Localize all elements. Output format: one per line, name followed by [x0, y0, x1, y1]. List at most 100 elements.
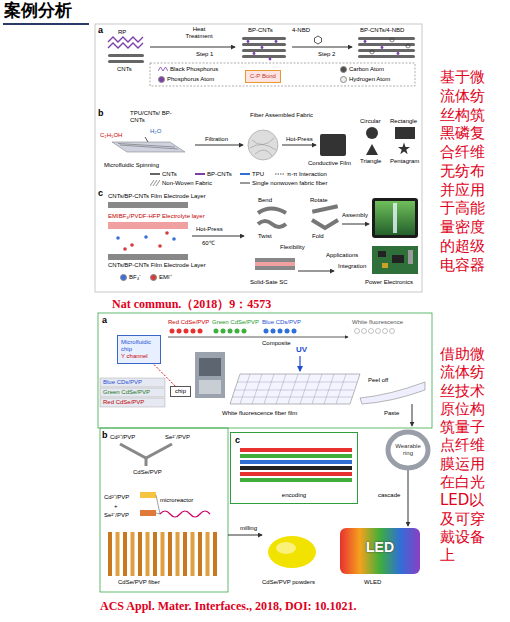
legend-text: Single nonwoven fabric fiber	[252, 180, 327, 187]
white-dots	[355, 329, 395, 334]
chip-box: Microfluidic chipY channel	[117, 335, 161, 364]
section-frame-part	[100, 428, 228, 592]
legend-sample-line	[240, 173, 250, 175]
legend-entry: Single nonwoven fabric fiber	[240, 180, 327, 187]
figure-label: CdSe/PVP powders	[262, 579, 315, 586]
bp-cnts-4nbd-picture-part	[406, 44, 410, 48]
section-frame	[98, 313, 432, 592]
legend-swatch	[120, 274, 127, 281]
syringes	[100, 378, 165, 407]
figure-label: Peel off	[368, 377, 388, 384]
red-phosphorus-part	[108, 37, 143, 42]
chip-label-box: chip	[170, 386, 191, 397]
figure-label: Cd²⁺/PVP	[110, 434, 135, 441]
film-shapes-part	[366, 144, 378, 155]
microreactor-part	[160, 511, 210, 517]
legend-entry: π-π Interaction	[275, 171, 327, 178]
legend-text: TPU	[252, 171, 264, 178]
description-text: 基于微流体纺丝构筑黑磷复合纤维无纺布并应用于高能量密度的超级电容器	[440, 68, 486, 274]
fiber-film-part	[300, 374, 310, 404]
encoding-stripes	[240, 448, 352, 482]
legend-entry: Non-Woven Fabric	[150, 180, 212, 187]
figure-label: Se²⁻/PVP	[165, 434, 190, 441]
figure-label: Microfluidic Spinning	[104, 162, 159, 169]
white-dots-part	[355, 329, 360, 334]
node-title: C-P Bond	[250, 73, 276, 80]
green-dots-part	[221, 329, 226, 334]
encoding-stripes-part	[240, 478, 352, 482]
figure-label: a	[98, 25, 103, 35]
description-text: 借助微流体纺丝技术原位构筑量子点纤维膜运用在白光LED以及可穿戴设备上	[440, 345, 486, 565]
cdse-fibers-part	[146, 532, 150, 576]
figure-label: BP-CNTs/4-NBD	[360, 27, 404, 34]
power-electronics-part	[378, 251, 386, 257]
red-phosphorus	[108, 37, 143, 48]
spinning-machine-part	[195, 352, 225, 398]
figure-label: WLED	[364, 579, 381, 586]
figure-label: b	[102, 430, 108, 440]
fiber-film-part	[252, 374, 262, 404]
electrode-stack-part	[123, 247, 127, 251]
encoding-panel: cencoding	[230, 432, 358, 504]
peeled-film-part	[360, 382, 425, 404]
cdse-fibers-part	[116, 532, 120, 576]
fiber-film-part	[234, 390, 354, 391]
fiber-film-part	[240, 374, 250, 404]
electrode-stack-part	[116, 236, 120, 240]
bp-cnts-picture-part	[269, 58, 272, 61]
peeled-film	[360, 382, 425, 404]
figure-label: Se²⁻/PVP	[104, 512, 129, 519]
fiber-film-part	[312, 374, 322, 404]
spinning-device-part	[112, 142, 185, 152]
figure-label: Step 2	[318, 51, 335, 58]
figure-label: C₂H₅OH	[100, 132, 122, 139]
display-screen-part	[393, 203, 397, 233]
power-electronics	[372, 246, 418, 274]
bond-box: C-P Bond	[245, 70, 281, 83]
process-arrow-part	[150, 47, 235, 48]
encoding-stripes-part	[240, 454, 352, 458]
fiber-film-part	[276, 374, 286, 404]
figure-label: Circular	[360, 118, 381, 125]
legend-swatch	[158, 76, 165, 83]
bp-cnts-4nbd-picture-part	[358, 55, 415, 58]
figure-label: Applications	[326, 252, 358, 259]
spinning-machine-part	[199, 358, 221, 376]
film-shapes-part	[395, 127, 415, 139]
supercapacitor-device	[255, 258, 295, 270]
red-dots-part	[191, 329, 196, 334]
figure-label: CdSe/PVP	[133, 469, 162, 476]
legend-entry: Phosphorus Atom	[158, 76, 214, 83]
legend-sample	[150, 171, 160, 177]
microreactor-part	[140, 510, 156, 516]
figure-label: Red CdSe/PVP	[168, 319, 209, 326]
figure-label: 4-NBD	[292, 27, 310, 34]
legend-sample	[240, 180, 250, 186]
green-dots-part	[214, 329, 219, 334]
supercapacitor-device-part	[255, 262, 295, 266]
process-arrow-part	[412, 404, 413, 426]
figure-label: H₂O	[150, 128, 161, 135]
cdse-fibers-part	[183, 532, 187, 576]
cdse-fibers-part	[213, 532, 217, 576]
process-arrow	[150, 47, 352, 48]
figure-frame-part	[95, 24, 422, 292]
heading-underline	[3, 23, 89, 25]
legend-sample-line	[150, 173, 160, 175]
legend-sample-line	[195, 173, 205, 175]
figure-label: Assembly	[342, 212, 368, 219]
spinning-machine	[195, 352, 225, 398]
figure-label: Wearable ring	[394, 443, 422, 457]
process-arrow-part	[228, 535, 262, 536]
page-heading: 案例分析	[4, 1, 72, 21]
microreactor-y	[120, 444, 172, 466]
cdse-fibers-part	[168, 532, 172, 576]
bp-cnts-4nbd-picture-part	[364, 40, 367, 43]
spinning-machine-part	[199, 380, 221, 394]
legend-text: Non-Woven Fabric	[162, 180, 212, 187]
uv-arrow	[300, 356, 301, 371]
bp-cnts-picture-part	[261, 46, 264, 49]
green-dots-part	[235, 329, 240, 334]
figure-label: Integration	[338, 263, 366, 270]
node-title: Microfluidic chip	[121, 339, 157, 353]
